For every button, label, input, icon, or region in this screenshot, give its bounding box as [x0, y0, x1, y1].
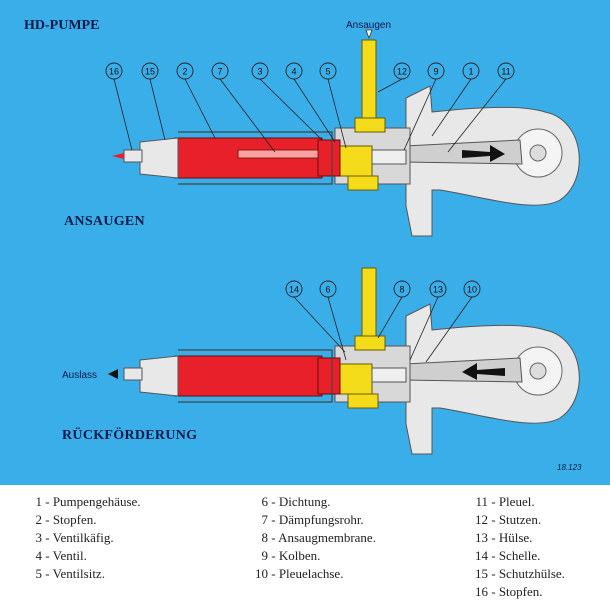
protective-sleeve — [139, 355, 179, 397]
callout-circle — [393, 62, 411, 80]
legend-item: 10 - Pleuelachse. — [255, 566, 344, 581]
legend-item: 7 - Dämpfungsrohr. — [261, 512, 364, 527]
callout-number: 7 — [217, 67, 222, 77]
legend-item: 4 - Ventil. — [35, 548, 87, 563]
callout-circle — [393, 280, 411, 298]
legend-item: 1 - Pumpengehäuse. — [35, 494, 141, 509]
casing-outline — [178, 131, 333, 185]
callout-number: 11 — [501, 67, 510, 77]
callout-circle — [285, 62, 303, 80]
inlet-arrow — [365, 29, 373, 40]
legend-item: 6 - Dichtung. — [261, 494, 331, 509]
callout-circle — [176, 62, 194, 80]
callout-number: 9 — [433, 67, 438, 77]
outlet-label: Auslass — [62, 370, 98, 381]
end-stopper — [123, 149, 143, 163]
callout-circle — [141, 62, 159, 80]
callout-circle — [462, 62, 480, 80]
figure-reference: 18.123 — [557, 463, 582, 472]
valve-chamber — [337, 145, 373, 177]
pump-top — [112, 29, 580, 237]
casing-outline — [178, 349, 333, 403]
protective-sleeve — [139, 137, 179, 179]
end-stopper — [123, 367, 143, 381]
callout-number: 1 — [468, 67, 473, 77]
crank-pin — [529, 144, 547, 162]
leaders-top — [113, 78, 507, 153]
crank-pin — [529, 362, 547, 380]
legend-item: 8 - Ansaugmembrane. — [261, 530, 376, 545]
valve-cage — [317, 139, 341, 177]
callout-number: 14 — [289, 285, 299, 295]
direction-arrow — [462, 363, 505, 380]
callout-circle — [105, 62, 123, 80]
callout-circle — [463, 280, 481, 298]
legend-item: 11 - Pleuel. — [475, 494, 535, 509]
callout-number: 16 — [109, 67, 119, 77]
callout-number: 5 — [325, 67, 330, 77]
damping-tube — [237, 149, 319, 159]
legend-item: 14 - Schelle. — [475, 548, 541, 563]
callout-number: 10 — [467, 285, 477, 295]
callout-circle — [251, 62, 269, 80]
callout-number: 12 — [397, 67, 407, 77]
fluid-cylinder — [169, 355, 323, 397]
valve-outlet — [347, 175, 379, 191]
legend-column-2: 6 - Dichtung. 7 - Dämpfungsrohr. 8 - Ans… — [254, 493, 376, 583]
direction-arrow — [462, 145, 505, 162]
legend-item: 3 - Ventilkäfig. — [35, 530, 114, 545]
legend-item: 13 - Hülse. — [475, 530, 533, 545]
callout-circle — [285, 280, 303, 298]
callout-number: 4 — [291, 67, 296, 77]
pump-bottom — [108, 267, 580, 455]
inlet-fitting — [354, 117, 386, 133]
legend-column-3: 11 - Pleuel. 12 - Stutzen. 13 - Hülse. 1… — [474, 493, 565, 601]
callout-number: 2 — [182, 67, 187, 77]
legend-item: 5 - Ventilsitz. — [35, 566, 105, 581]
callout-circle — [427, 62, 445, 80]
callout-circle — [429, 280, 447, 298]
legend-item: 12 - Stutzen. — [475, 512, 542, 527]
piston — [371, 367, 407, 383]
callout-number: 8 — [399, 285, 404, 295]
piston — [371, 149, 407, 165]
section-title-top: ANSAUGEN — [64, 214, 145, 229]
callout-circle — [319, 280, 337, 298]
outlet-tip — [112, 153, 124, 159]
legend-item: 2 - Stopfen. — [35, 512, 97, 527]
section-title-bottom: RÜCKFÖRDERUNG — [62, 428, 198, 443]
callout-number: 6 — [325, 285, 330, 295]
outlet-arrow — [108, 369, 118, 379]
callout-circle — [319, 62, 337, 80]
legend-item: 16 - Stopfen. — [475, 584, 543, 599]
callout-number: 13 — [433, 285, 443, 295]
inlet-stem — [361, 267, 377, 339]
callout-circle — [211, 62, 229, 80]
valve-outlet — [347, 393, 379, 409]
valve-cage — [317, 357, 341, 395]
legend-item: 15 - Schutzhülse. — [475, 566, 565, 581]
page-title: HD-PUMPE — [24, 18, 100, 33]
inlet-stem — [361, 39, 377, 121]
legend-item: 9 - Kolben. — [261, 548, 321, 563]
callout-number: 3 — [257, 67, 262, 77]
inlet-fitting — [354, 335, 386, 351]
parts-legend: 1 - Pumpengehäuse. 2 - Stopfen. 3 - Vent… — [0, 493, 610, 607]
callout-number: 15 — [145, 67, 155, 77]
callout-circle — [497, 62, 515, 80]
legend-column-1: 1 - Pumpengehäuse. 2 - Stopfen. 3 - Vent… — [28, 493, 141, 583]
leaders-bottom — [293, 296, 473, 363]
inlet-label: Ansaugen — [346, 20, 392, 31]
valve-chamber — [337, 363, 373, 395]
